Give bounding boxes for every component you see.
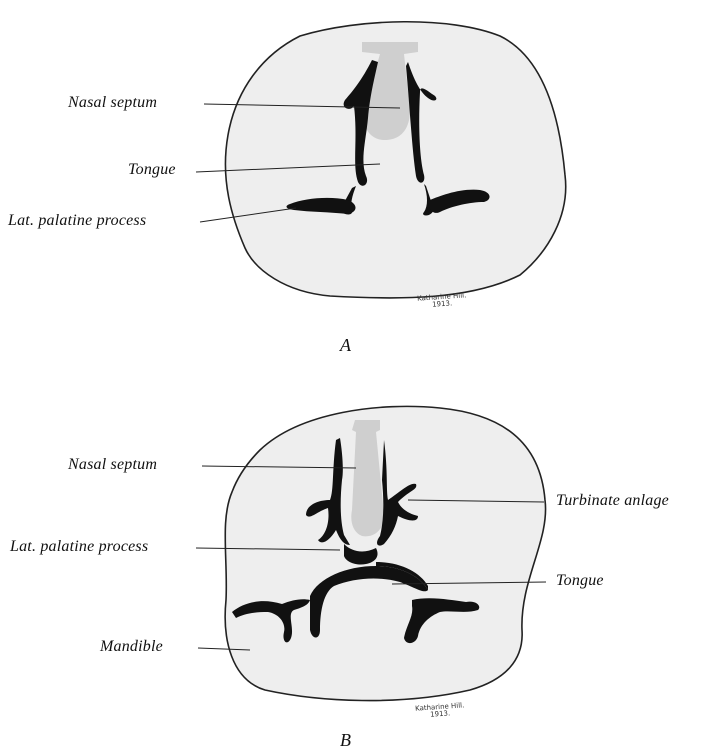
panel-a-letter: A (340, 335, 351, 356)
label-b-tongue: Tongue (556, 572, 604, 590)
panel-b-letter: B (340, 730, 351, 751)
label-b-mandible: Mandible (100, 638, 163, 656)
panel-b-section (225, 406, 545, 700)
label-a-nasal-septum: Nasal septum (68, 94, 157, 112)
label-b-nasal-septum: Nasal septum (68, 456, 157, 474)
panel-a-section (225, 22, 565, 298)
label-a-lat-palatine-process: Lat. palatine process (8, 212, 146, 230)
label-b-turbinate-anlage: Turbinate anlage (556, 492, 669, 510)
label-a-tongue: Tongue (128, 161, 176, 179)
label-b-lat-palatine-process: Lat. palatine process (10, 538, 148, 556)
panel-b-tissue-outline (225, 406, 545, 700)
